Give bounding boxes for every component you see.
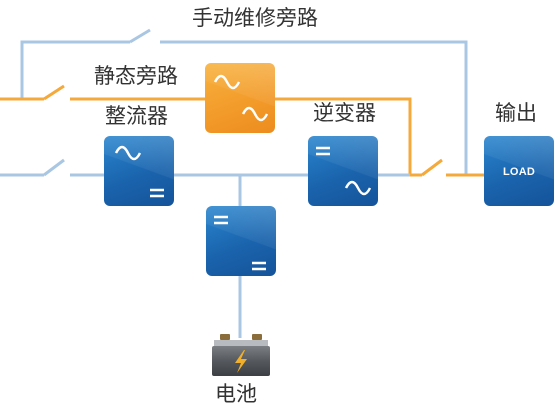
ac-wave-icon [213, 74, 269, 122]
manual-bypass-line [20, 28, 468, 175]
static-bypass-label: 静态旁路 [94, 64, 178, 88]
rectifier-box [104, 136, 174, 206]
battery-label: 电池 [215, 382, 257, 406]
dc-to-dc-icon [214, 215, 266, 271]
static-bypass-box [205, 63, 275, 133]
dc-dc-converter-box [206, 206, 276, 276]
load-box: LOAD [484, 136, 554, 206]
inverter-label: 逆变器 [313, 101, 376, 125]
ac-to-dc-icon [114, 145, 164, 198]
output-label: 输出 [495, 101, 537, 125]
manual-bypass-label: 手动维修旁路 [192, 6, 318, 30]
inverter-box [308, 136, 378, 206]
load-text: LOAD [503, 166, 535, 178]
main-line [0, 158, 410, 338]
dc-to-ac-icon [316, 146, 372, 196]
battery-icon [212, 334, 270, 376]
rectifier-label: 整流器 [105, 104, 168, 128]
